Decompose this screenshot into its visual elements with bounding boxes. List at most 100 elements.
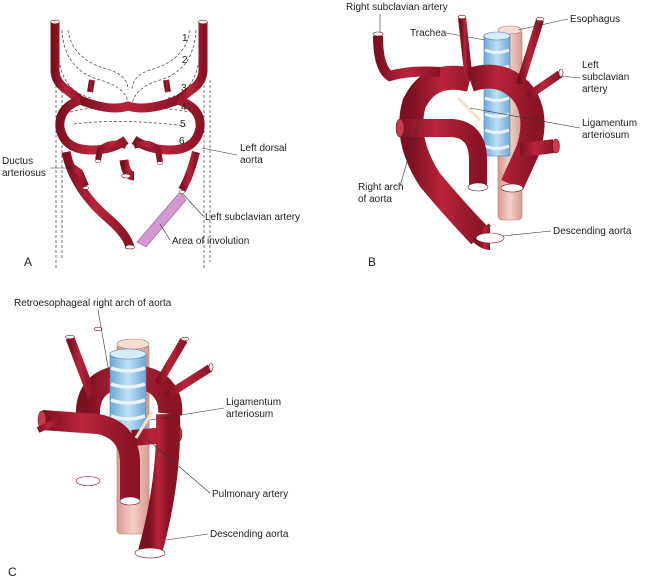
vessel-opening: [372, 31, 384, 37]
vessel-opening: [178, 190, 186, 194]
label-ligamentum-c-2: arteriosum: [226, 409, 273, 420]
label-pulmonary: Pulmonary artery: [212, 489, 288, 500]
label-ligamentum-1: Ligamentum: [582, 118, 637, 129]
leader-line: [147, 439, 211, 494]
label-descending-c: Descending aorta: [210, 529, 289, 540]
vessel-opening: [467, 182, 489, 192]
trachea-b: [483, 35, 511, 157]
leader-line: [201, 147, 238, 156]
leader-line: [149, 407, 225, 421]
label-left-subclavian-3: artery: [582, 84, 608, 95]
arch-number: 1: [182, 33, 188, 44]
label-descending-b: Descending aorta: [553, 226, 632, 237]
label-involution: Area of involution: [172, 236, 249, 247]
ligamentum-c: [134, 411, 154, 439]
carotid-branch-right: [163, 79, 171, 93]
panel-letter-b: B: [368, 255, 376, 269]
involution-area: [136, 191, 187, 248]
leader-line: [445, 32, 486, 41]
arch-number: 3: [181, 83, 187, 94]
label-trachea: Trachea: [410, 28, 447, 39]
arch-number: 4: [181, 102, 187, 113]
panel-a: 1 2 3 4 5 6 Ductus arteriosus Left dorsa…: [2, 19, 300, 270]
vessel-opening: [208, 362, 214, 372]
leader-line: [182, 193, 204, 217]
vessel-opening: [156, 161, 164, 165]
pulmonary-trunk-b: [400, 119, 487, 186]
left-subclavian-b: [525, 70, 563, 100]
label-left-dorsal: Left dorsal: [240, 143, 287, 154]
label-left-subclavian-2: subclavian: [582, 72, 629, 83]
vessel-opening: [65, 334, 75, 340]
pulmonary-trunk-a: [119, 159, 135, 181]
leader-line: [559, 75, 581, 79]
arch-number: 2: [182, 55, 188, 66]
left-carotid-b: [516, 18, 544, 86]
ligamentum-b: [456, 96, 482, 122]
leader-line: [97, 309, 111, 379]
left-dorsal-aorta-upper: [175, 22, 208, 104]
left-pulmonary-b: [519, 139, 555, 157]
panel-letter-a: A: [24, 255, 32, 269]
label-ligamentum-c-1: Ligamentum: [226, 397, 281, 408]
arch-number: 5: [180, 119, 186, 130]
leader-line: [469, 107, 581, 129]
ascending-aorta-b: [466, 64, 545, 190]
esophagus-opening: [497, 25, 523, 35]
vessel-opening: [198, 19, 208, 25]
left-side-branch-c: [36, 417, 62, 433]
pulmonary-artery-c: [41, 410, 140, 500]
ductus-arteriosus-vessel: [68, 162, 89, 188]
vessel-opening: [94, 159, 102, 163]
panel-b: Right subclavian artery Trachea Esophagu…: [346, 2, 637, 269]
vessel-opening: [134, 547, 166, 559]
label-arteriosus: arteriosus: [2, 168, 46, 179]
vessel-opening: [535, 16, 545, 22]
right-dorsal-aorta-upper: [50, 22, 83, 104]
vessel-opening: [500, 183, 524, 193]
leader-line: [159, 223, 171, 241]
label-right-arch-2: of aorta: [358, 194, 392, 205]
vessel-opening: [93, 326, 103, 332]
sixth-arch-right: [95, 140, 128, 161]
label-left-subclavian-1: Left: [582, 60, 599, 71]
right-subclavian-b: [373, 35, 441, 82]
label-retroesophageal: Retroesophageal right arch of aorta: [14, 298, 172, 309]
label-right-subclavian: Right subclavian artery: [346, 2, 448, 13]
label-ligamentum-2: arteriosum: [582, 130, 629, 141]
leader-line: [165, 533, 209, 541]
panel-letter-c: C: [8, 565, 17, 579]
vessel-opening: [82, 186, 90, 190]
vessel-opening: [180, 336, 190, 342]
vessel-opening: [121, 173, 131, 179]
label-esophagus: Esophagus: [570, 14, 620, 25]
vessel-opening: [395, 118, 405, 138]
left-carotid-c: [154, 337, 188, 387]
right-fourth-arch: [55, 95, 129, 155]
label-ductus: Ductus: [2, 156, 33, 167]
trachea-rings: [110, 366, 146, 421]
arch-number: 6: [179, 136, 185, 147]
label-aorta: aorta: [240, 155, 263, 166]
vessel-opening: [558, 68, 564, 78]
right-carotid-b: [458, 17, 472, 73]
panel-c: Retroesophageal right arch of aorta Liga…: [8, 298, 289, 579]
carotid-branch-left: [87, 79, 95, 93]
leader-line: [517, 18, 569, 31]
vessel-opening: [75, 476, 101, 486]
arch-loop: [78, 95, 180, 113]
descending-aorta-c: [138, 413, 181, 556]
label-left-subclavian: Left subclavian artery: [205, 212, 300, 223]
vessel-opening: [50, 19, 60, 25]
esophagus-opening: [116, 338, 150, 350]
leader-line: [399, 117, 421, 187]
sixth-arch-left: [132, 140, 163, 163]
left-subclavian-c: [163, 364, 213, 400]
vessel-opening: [475, 232, 505, 244]
vessel-opening: [125, 244, 135, 250]
trachea-opening: [109, 348, 147, 360]
trachea-opening: [483, 31, 511, 41]
label-right-arch-1: Right arch: [358, 182, 404, 193]
